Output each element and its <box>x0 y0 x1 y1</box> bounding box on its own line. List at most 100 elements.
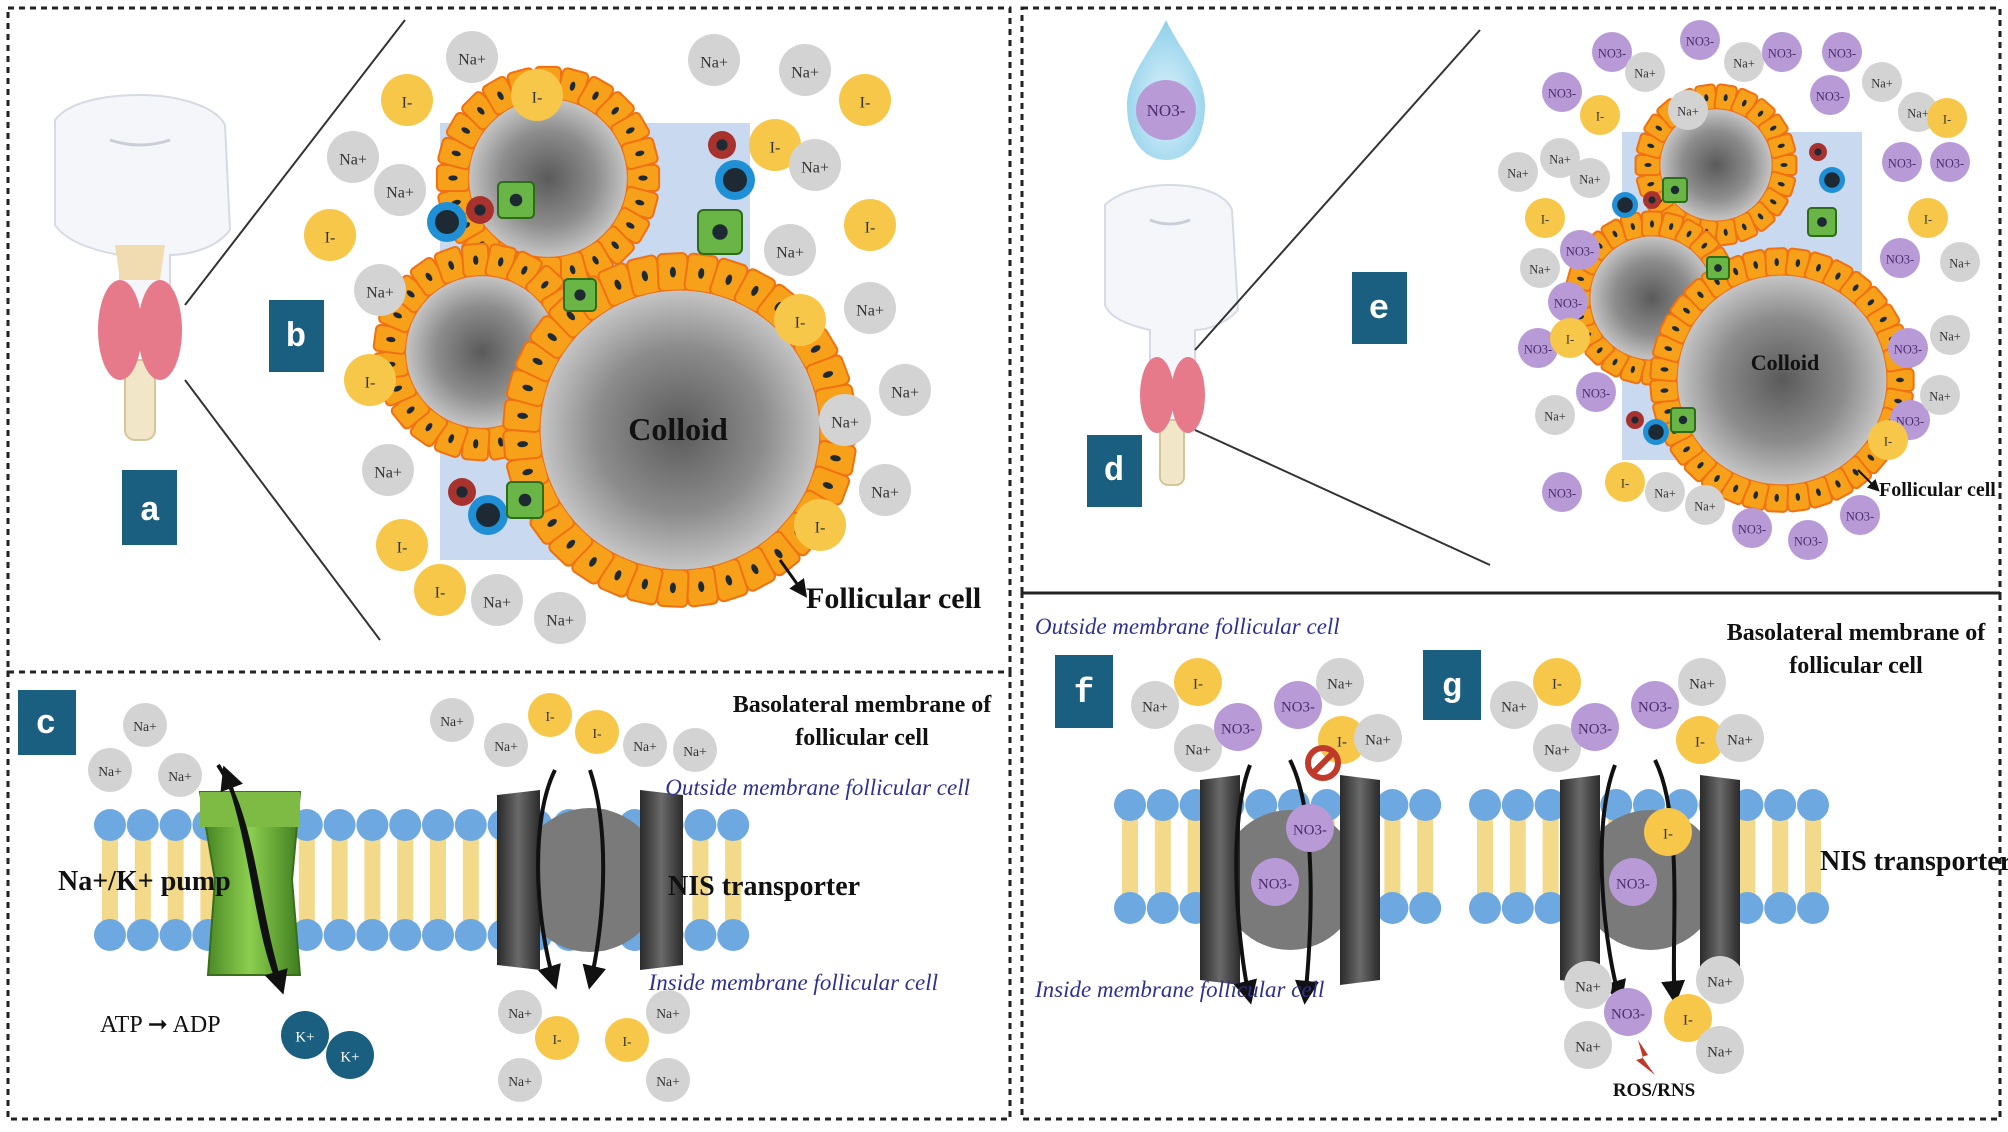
i-ion: I- <box>844 199 896 251</box>
svg-text:Na+: Na+ <box>1929 390 1950 404</box>
na-ion: Na+ <box>1696 1026 1744 1074</box>
panel-label-b: b <box>269 300 324 372</box>
nis-transporter-c <box>497 769 683 990</box>
svg-text:NO3-: NO3- <box>1686 35 1714 49</box>
svg-text:Na+: Na+ <box>339 151 367 168</box>
svg-text:Na+: Na+ <box>1544 743 1570 759</box>
svg-text:NO3-: NO3- <box>1221 722 1255 738</box>
basolateral-label-g-1: Basolateral membrane of <box>1727 620 1987 646</box>
svg-text:Na+: Na+ <box>1733 57 1754 71</box>
nis-transporter-label-g: NIS transporter <box>1820 846 2008 877</box>
svg-text:Na+: Na+ <box>633 739 657 754</box>
svg-text:I-: I- <box>1566 333 1574 347</box>
na-ion: Na+ <box>430 698 474 742</box>
i-ion: I- <box>344 354 396 406</box>
svg-text:Na+: Na+ <box>1707 975 1733 991</box>
zoom-line-d-top <box>1194 29 1481 351</box>
panel-label-a: a <box>122 470 177 545</box>
follicles-b <box>372 65 858 608</box>
panel-label-d: d <box>1087 435 1142 507</box>
svg-text:NO3-: NO3- <box>1936 157 1964 171</box>
na-ion: Na+ <box>1354 714 1402 762</box>
svg-text:K+: K+ <box>340 1050 359 1066</box>
na-ion: Na+ <box>362 444 414 496</box>
svg-text:Na+: Na+ <box>871 484 899 501</box>
k-ion: K+ <box>326 1031 374 1079</box>
na-k-pump-label: Na+/K+ pump <box>58 866 231 897</box>
no3-ion: NO3- <box>1880 238 1920 278</box>
ions-b: Na+I-I-Na+Na+I-Na+Na+I-Na+I-I-Na+Na+I-Na… <box>304 31 931 644</box>
svg-text:Na+: Na+ <box>1727 733 1753 749</box>
na-ion: Na+ <box>1696 956 1744 1004</box>
na-ion: Na+ <box>1625 52 1665 92</box>
svg-text:I-: I- <box>622 1034 632 1049</box>
na-ion: Na+ <box>789 139 841 191</box>
svg-text:Na+: Na+ <box>508 1006 532 1021</box>
svg-text:Na+: Na+ <box>831 414 859 431</box>
svg-text:Na+: Na+ <box>1575 980 1601 996</box>
na-ion: Na+ <box>498 990 542 1034</box>
svg-text:Na+: Na+ <box>1365 733 1391 749</box>
no3-ion: NO3- <box>1571 703 1619 751</box>
svg-text:I-: I- <box>1596 110 1604 124</box>
no3-ion: NO3- <box>1631 681 1679 729</box>
na-ion: Na+ <box>646 1058 690 1102</box>
svg-text:NO3-: NO3- <box>1281 700 1315 716</box>
na-ion: Na+ <box>123 703 167 747</box>
svg-text:NO3-: NO3- <box>1846 510 1874 524</box>
svg-text:Na+: Na+ <box>1507 167 1528 181</box>
svg-text:Na+: Na+ <box>440 714 464 729</box>
svg-text:Na+: Na+ <box>1501 700 1527 716</box>
na-ion: Na+ <box>1570 158 1610 198</box>
svg-text:NO3-: NO3- <box>1258 877 1292 893</box>
no3-ion: NO3- <box>1930 142 1970 182</box>
svg-text:Na+: Na+ <box>386 184 414 201</box>
basolateral-label-g-2: follicular cell <box>1789 653 1923 679</box>
neck-illustration-a <box>54 93 232 441</box>
svg-text:NO3-: NO3- <box>1147 101 1186 120</box>
follicles-e <box>1564 83 1915 513</box>
i-ion: I- <box>528 693 572 737</box>
panel-label-f: f <box>1055 655 1113 728</box>
i-ion: I- <box>1664 994 1712 1042</box>
svg-text:Na+: Na+ <box>508 1074 532 1089</box>
svg-text:NO3-: NO3- <box>1794 535 1822 549</box>
svg-text:d: d <box>1104 453 1124 491</box>
na-ion: Na+ <box>327 131 379 183</box>
svg-text:Na+: Na+ <box>1707 1045 1733 1061</box>
i-ion: I- <box>1868 420 1908 460</box>
na-k-pump <box>198 763 302 995</box>
no3-ion: NO3- <box>1680 20 1720 60</box>
na-ion: Na+ <box>1490 681 1538 729</box>
svg-text:NO3-: NO3- <box>1738 523 1766 537</box>
svg-text:I-: I- <box>1695 735 1705 751</box>
svg-text:Na+: Na+ <box>1939 330 1960 344</box>
svg-text:Na+: Na+ <box>856 302 884 319</box>
svg-text:I-: I- <box>1924 213 1932 227</box>
svg-text:I-: I- <box>402 94 413 111</box>
na-ion: Na+ <box>498 1058 542 1102</box>
i-ion: I- <box>535 1016 579 1060</box>
i-ion: I- <box>304 209 356 261</box>
svg-text:Na+: Na+ <box>1185 743 1211 759</box>
na-ion: Na+ <box>623 723 667 767</box>
na-ion: Na+ <box>673 728 717 772</box>
panel-borders <box>6 6 2002 1121</box>
no3-ion: NO3- <box>1274 681 1322 729</box>
panel-label-c: c <box>18 690 76 755</box>
no3-ion: NO3- <box>1286 804 1334 852</box>
svg-text:I-: I- <box>1683 1013 1693 1029</box>
svg-text:I-: I- <box>552 1032 562 1047</box>
svg-text:Na+: Na+ <box>1529 263 1550 277</box>
svg-text:Na+: Na+ <box>374 464 402 481</box>
svg-text:I-: I- <box>860 94 871 111</box>
i-ion: I- <box>839 74 891 126</box>
i-ion: I- <box>1605 462 1645 502</box>
outside-membrane-label-f: Outside membrane follicular cell <box>1035 614 1340 639</box>
svg-text:I-: I- <box>1621 477 1629 491</box>
i-ion: I- <box>575 710 619 754</box>
i-ion: I- <box>1908 198 1948 238</box>
i-ion: I- <box>749 119 801 171</box>
i-ion: I- <box>1676 716 1724 764</box>
